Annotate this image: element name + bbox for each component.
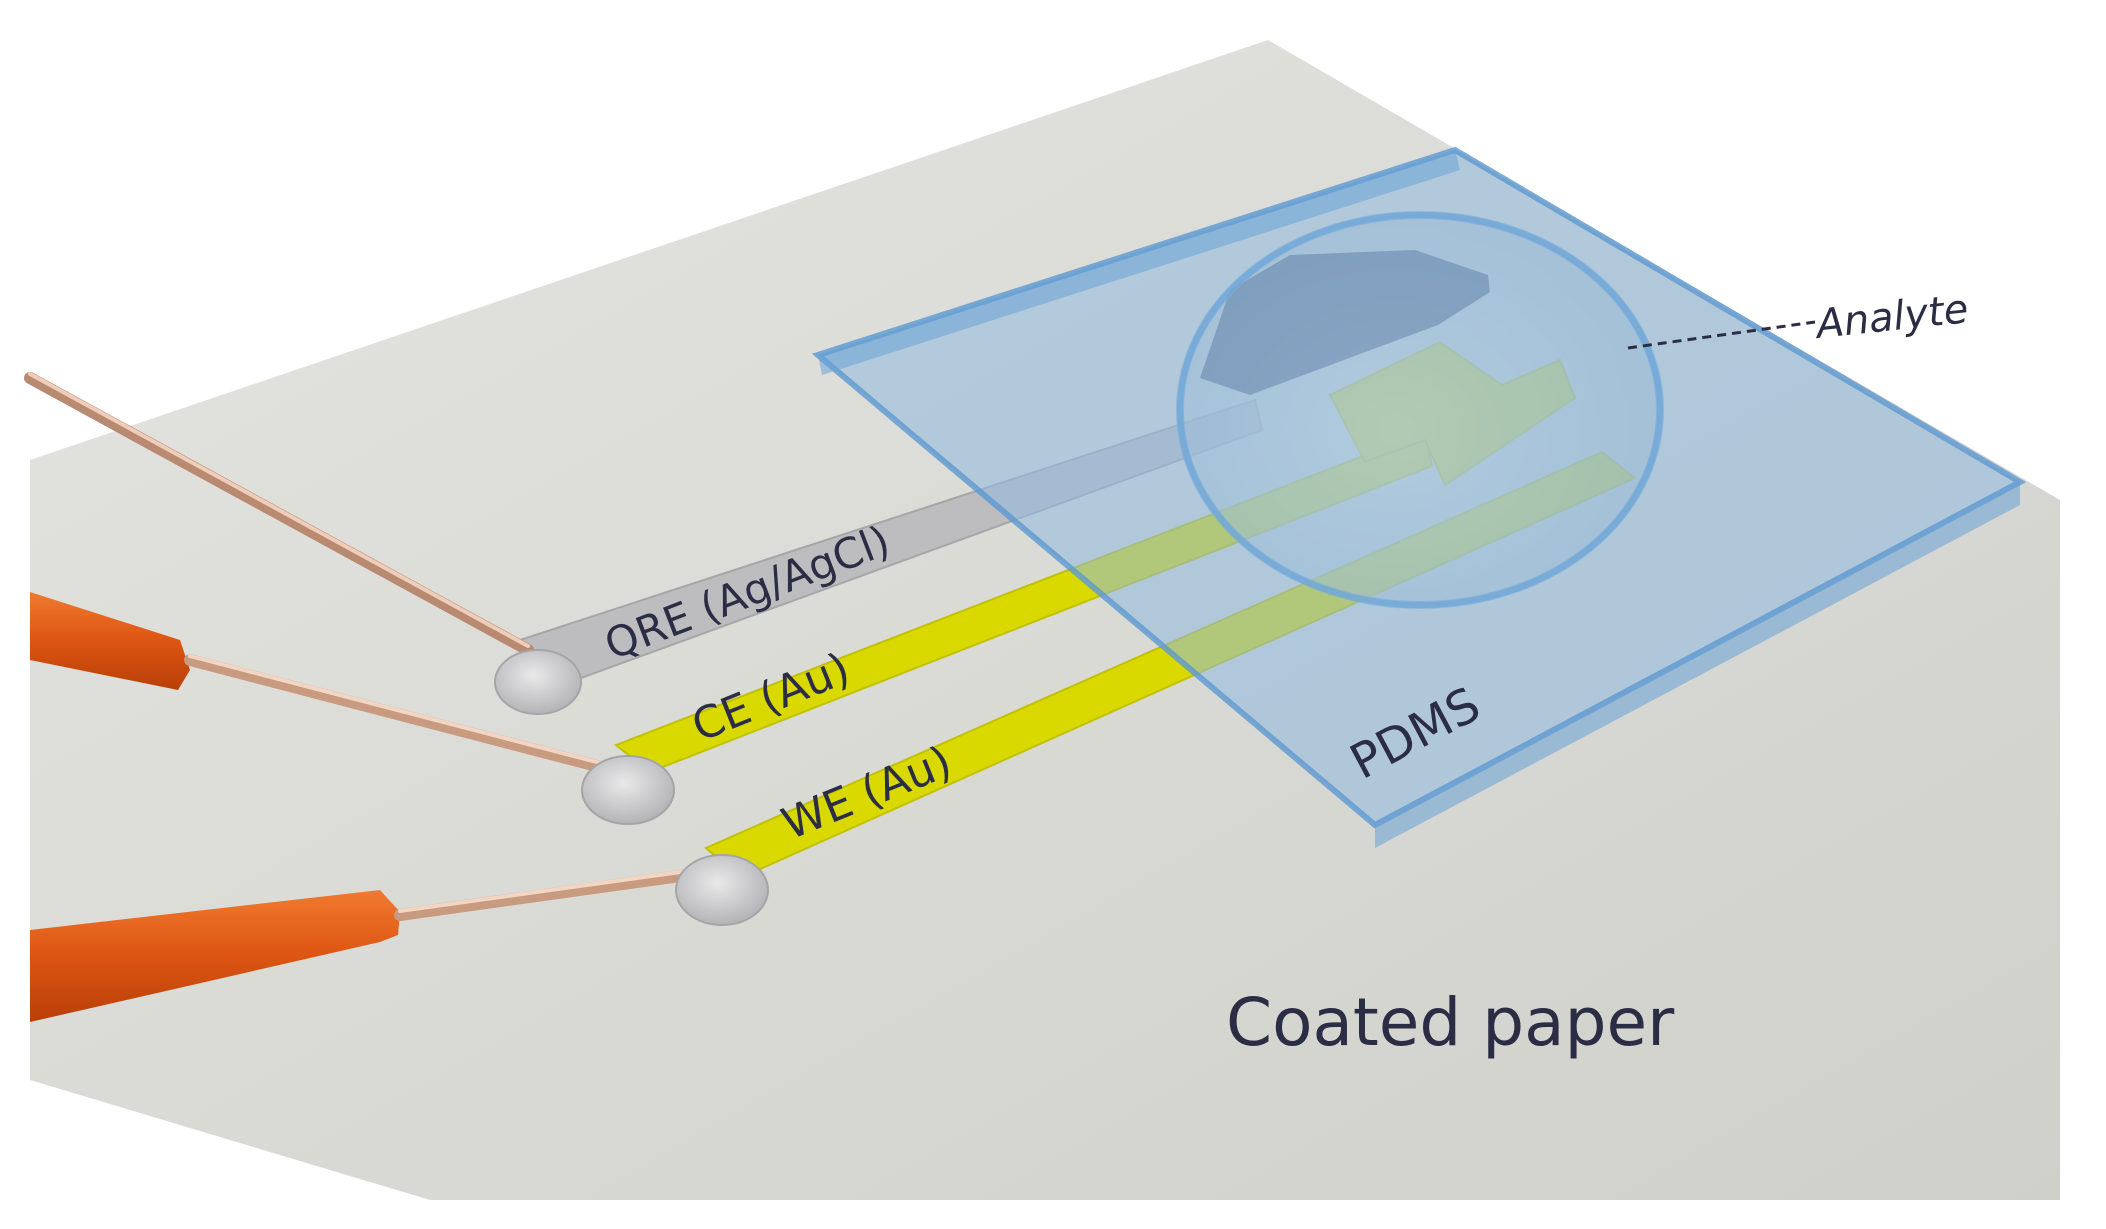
wire-qre bbox=[24, 372, 534, 656]
ce-contact-pad bbox=[581, 755, 675, 825]
wire-we bbox=[30, 867, 708, 1022]
analyte-label: Analyte bbox=[1811, 286, 1970, 348]
coated-paper-label: Coated paper bbox=[1226, 984, 1675, 1061]
we-contact-pad bbox=[675, 854, 769, 926]
qre-contact-pad bbox=[494, 649, 582, 715]
pdms-layer bbox=[811, 146, 2027, 848]
analyte-drop-outline bbox=[1177, 212, 1663, 608]
analyte-leader-line bbox=[1627, 320, 1816, 350]
wire-ce bbox=[30, 592, 618, 776]
